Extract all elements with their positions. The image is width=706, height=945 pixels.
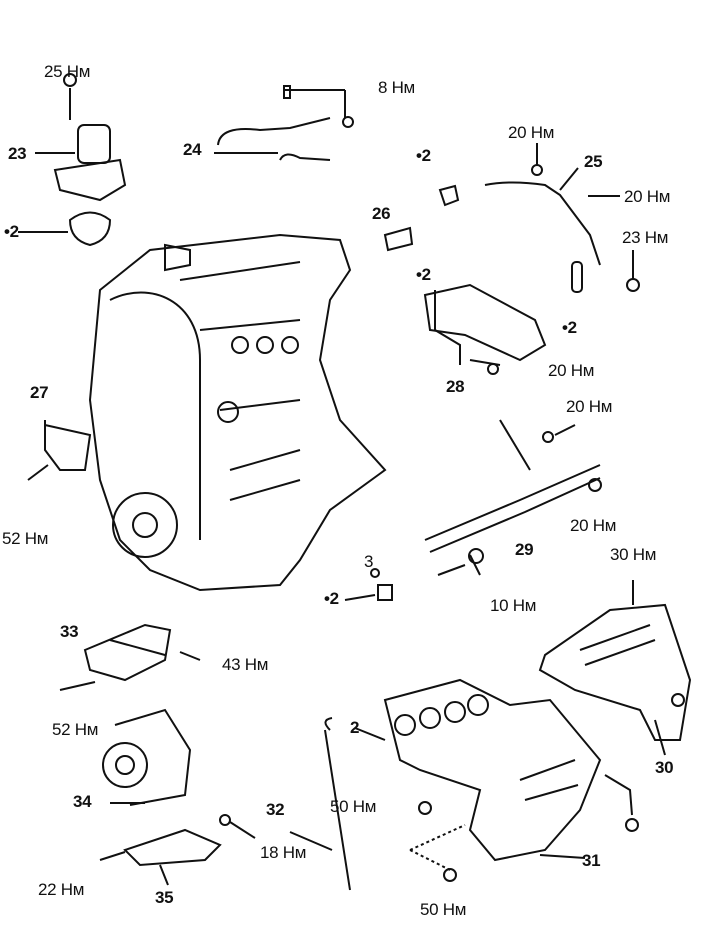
part-31-manifold (354, 678, 639, 882)
part-30-heat-shield (538, 580, 692, 756)
torque-label: 50 Нм (330, 797, 377, 816)
part-23-valve (18, 73, 127, 247)
part-number-34: 34 (73, 792, 92, 811)
torque-label: 25 Нм (44, 62, 91, 81)
part-number-33: 33 (60, 622, 79, 641)
part-number-26: 26 (372, 204, 391, 223)
part-number-31: 31 (582, 851, 601, 870)
part-number-28: 28 (446, 377, 465, 396)
part-32-dipstick (289, 717, 351, 891)
part-number-30: 30 (655, 758, 674, 777)
torque-label: 20 Нм (508, 123, 555, 142)
part-number-3: 3 (364, 552, 374, 571)
part-number-2: •2 (4, 222, 19, 241)
torque-label: 10 Нм (490, 596, 537, 615)
engine-block (88, 233, 387, 592)
part-28-housing (423, 283, 547, 375)
part-2-gasket-3-washer (344, 568, 393, 601)
part-24-hose (214, 85, 354, 161)
torque-label: 52 Нм (2, 529, 49, 548)
torque-label: 52 Нм (52, 720, 99, 739)
part-number-2: •2 (324, 589, 339, 608)
part-number-2: •2 (416, 146, 431, 165)
torque-label: 20 Нм (570, 516, 617, 535)
torque-label: 18 Нм (260, 843, 307, 862)
part-29-pipe (424, 419, 602, 576)
part-25-pipe (383, 143, 640, 293)
torque-label: 20 Нм (566, 397, 613, 416)
torque-label: 30 Нм (610, 545, 657, 564)
part-number-24: 24 (183, 140, 202, 159)
part-number-25: 25 (584, 152, 603, 171)
part-34-alternator (102, 708, 192, 806)
part-35-bracket (99, 814, 256, 886)
torque-label: 20 Нм (548, 361, 595, 380)
torque-label: 50 Нм (420, 900, 467, 919)
part-number-23: 23 (8, 144, 27, 163)
torque-label: 20 Нм (624, 187, 671, 206)
part-number-2: •2 (562, 318, 577, 337)
torque-label: 8 Нм (378, 78, 415, 97)
part-27-bracket (27, 420, 92, 481)
part-number-29: 29 (515, 540, 534, 559)
part-number-2: 2 (350, 718, 360, 737)
part-number-35: 35 (155, 888, 174, 907)
part-number-27: 27 (30, 383, 49, 402)
part-33-mount (59, 623, 201, 691)
torque-label: 43 Нм (222, 655, 269, 674)
part-number-2: •2 (416, 265, 431, 284)
part-number-32: 32 (266, 800, 285, 819)
torque-label: 22 Нм (38, 880, 85, 899)
torque-label: 23 Нм (622, 228, 669, 247)
